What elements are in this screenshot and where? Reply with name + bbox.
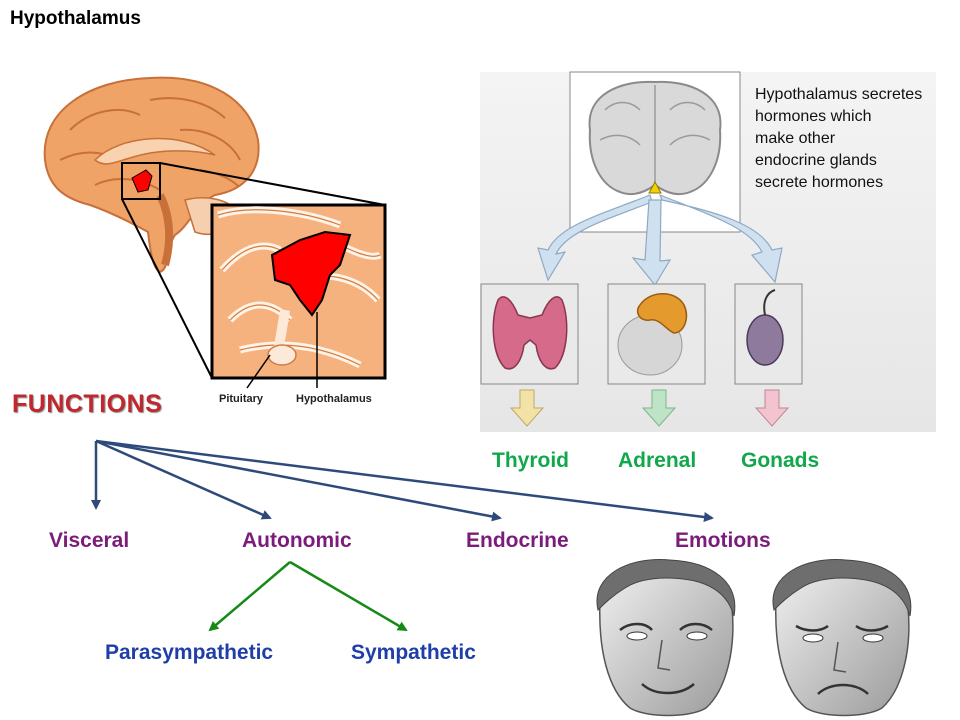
gland-label-gonads: Gonads	[741, 449, 820, 472]
gland-label-adrenal: Adrenal	[618, 449, 697, 472]
endocrine-description: Hypothalamus secretes hormones which mak…	[755, 86, 923, 191]
brain-illustration	[43, 76, 387, 389]
pituitary-gland	[267, 344, 297, 366]
corpus-callosum	[93, 137, 216, 165]
adrenal-gland	[636, 293, 688, 334]
face-happy	[596, 558, 736, 717]
autonomic-arrows	[208, 560, 408, 632]
branch-endocrine: Endocrine	[466, 529, 569, 552]
arrow-to-parasympathetic	[208, 561, 291, 632]
branch-visceral: Visceral	[49, 529, 130, 552]
functions-heading: FUNCTIONS	[12, 390, 163, 418]
arrow-to-sympathetic	[289, 560, 408, 632]
thyroid-gland	[492, 296, 568, 370]
label-hypothalamus: Hypothalamus	[296, 393, 372, 405]
hypothalamus-marker	[648, 180, 662, 194]
brainstem	[156, 193, 174, 267]
branch-emotions: Emotions	[675, 529, 771, 552]
endocrine-illustration	[480, 71, 936, 432]
zoom-source-box	[121, 162, 161, 200]
page-title: Hypothalamus	[10, 8, 141, 29]
gland-label-thyroid: Thyroid	[492, 449, 569, 472]
hair-happy	[596, 558, 736, 617]
arrow-to-autonomic	[95, 439, 272, 520]
hypothalamus-large	[270, 230, 352, 317]
gonad-gland	[746, 314, 784, 366]
face-sad	[772, 558, 912, 717]
branch-sympathetic: Sympathetic	[351, 641, 476, 664]
hair-sad	[772, 558, 912, 617]
label-pituitary: Pituitary	[219, 393, 264, 405]
arrow-to-emotions	[95, 439, 714, 522]
branch-parasympathetic: Parasympathetic	[105, 641, 274, 664]
branch-autonomic: Autonomic	[242, 529, 352, 552]
arrow-to-endocrine	[95, 439, 502, 522]
hypothalamus-small	[131, 169, 153, 193]
function-arrows	[91, 439, 714, 522]
